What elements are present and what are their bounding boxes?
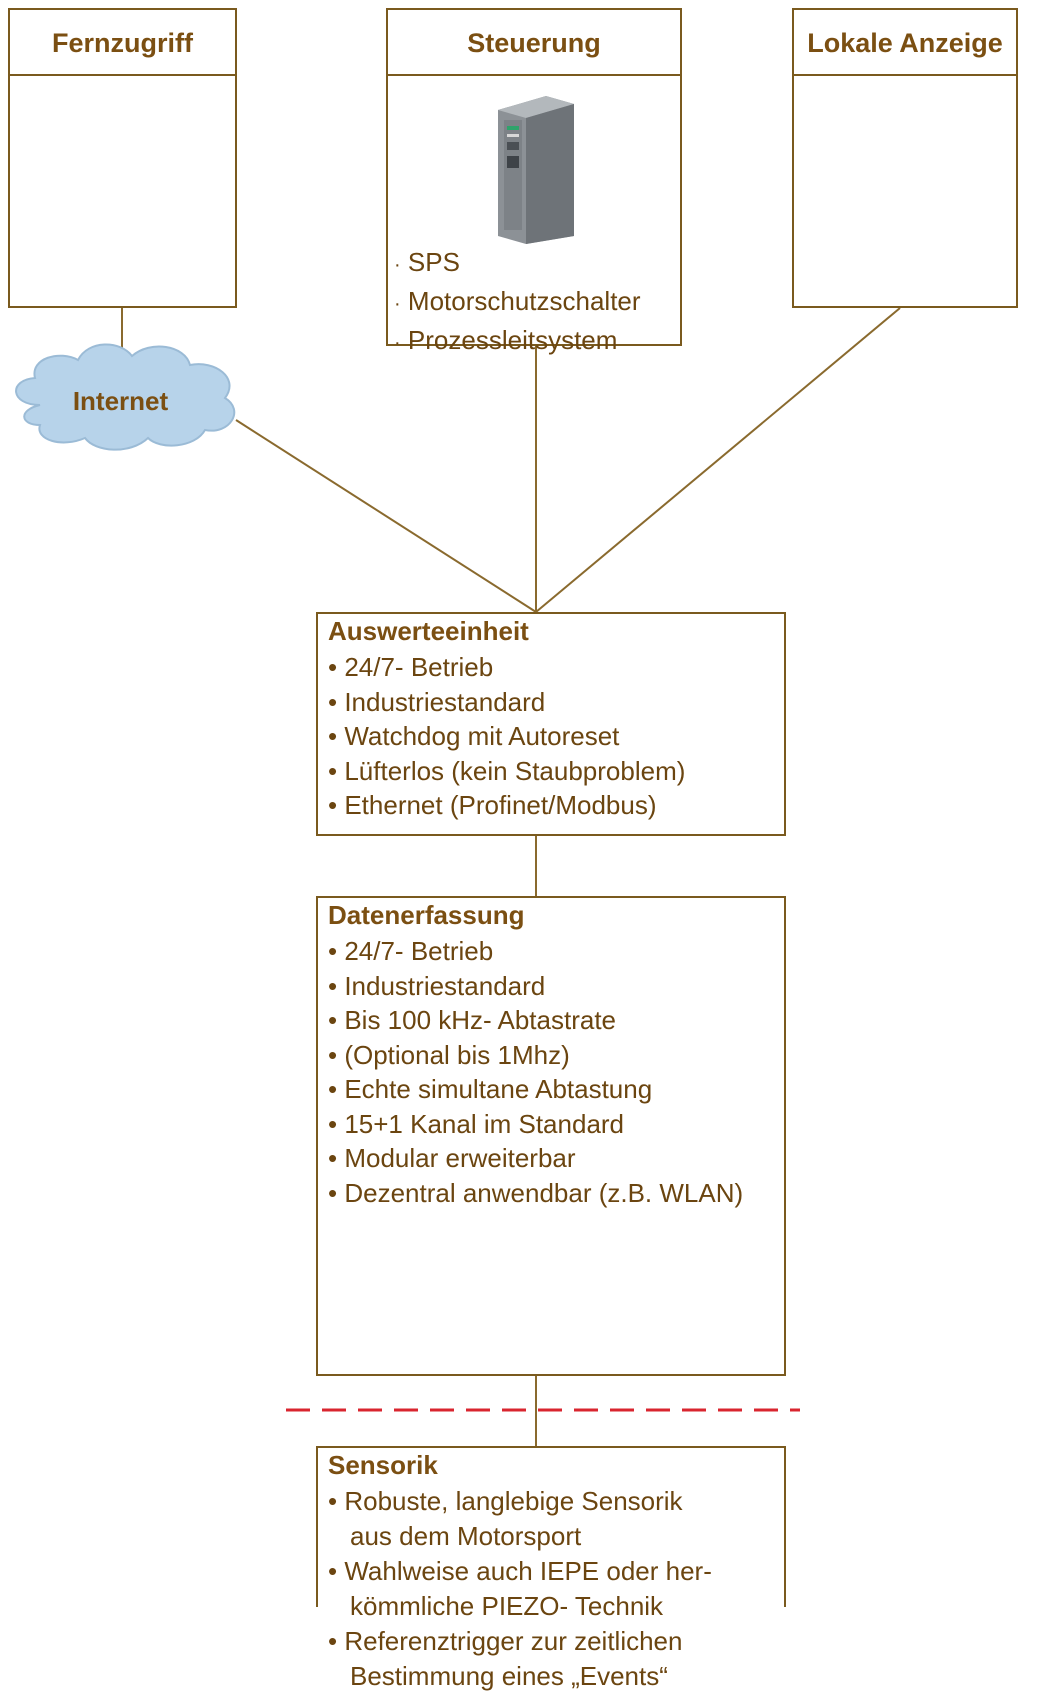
internet-cloud-icon xyxy=(15,343,236,451)
divider xyxy=(10,74,235,76)
node-steuerung-title: Steuerung xyxy=(467,28,601,58)
node-lokale-anzeige-title: Lokale Anzeige xyxy=(807,28,1003,58)
node-fernzugriff: Fernzugriff xyxy=(8,8,237,308)
sensorik-item-list: • Robuste, langlebige Sensorik aus dem M… xyxy=(328,1484,712,1694)
list-item: • Ethernet (Profinet/Modbus) xyxy=(328,790,657,820)
datenerfassung-item-list: • 24/7- Betrieb • Industriestandard • Bi… xyxy=(328,934,743,1210)
node-datenerfassung-title: Datenerfassung xyxy=(328,900,525,930)
node-sensorik: Sensorik • Robuste, langlebige Sensorik … xyxy=(316,1446,786,1691)
node-sensorik-title: Sensorik xyxy=(328,1450,438,1480)
list-item: • Watchdog mit Autoreset xyxy=(328,721,620,751)
plc-device-icon xyxy=(498,96,574,244)
connector-internet-hub xyxy=(235,419,537,613)
list-item: • 24/7- Betrieb xyxy=(328,652,494,682)
auswerteeinheit-item-list: • 24/7- Betrieb • Industriestandard • Wa… xyxy=(328,650,685,823)
list-item: • Lüfterlos (kein Staubproblem) xyxy=(328,755,686,786)
list-item: · Motorschutzschalter xyxy=(394,286,641,316)
node-steuerung: Steuerung · SPS · Motorschutzschalter · … xyxy=(386,8,682,355)
list-item: Bestimmung eines „Events“ xyxy=(350,1661,668,1691)
list-item: • Echte simultane Abtastung xyxy=(328,1074,653,1104)
list-item: • Dezentral anwendbar (z.B. WLAN) xyxy=(328,1177,744,1208)
divider xyxy=(388,74,680,76)
node-lokale-anzeige: Lokale Anzeige xyxy=(792,8,1018,308)
list-item: • 15+1 Kanal im Standard xyxy=(328,1108,625,1139)
node-auswerteeinheit-title: Auswerteeinheit xyxy=(328,616,529,646)
list-item: • Wahlweise auch IEPE oder her- xyxy=(328,1556,712,1586)
list-item: · Prozessleitsystem xyxy=(394,325,618,355)
list-item: aus dem Motorsport xyxy=(350,1521,582,1551)
list-item: • Bis 100 kHz- Abtastrate xyxy=(328,1005,617,1035)
list-item: · SPS xyxy=(394,247,460,277)
node-fernzugriff-title: Fernzugriff xyxy=(52,28,193,58)
list-item: • Industriestandard xyxy=(328,686,546,717)
list-item: • Industriestandard xyxy=(328,970,546,1001)
list-item: • (Optional bis 1Mhz) xyxy=(328,1039,570,1070)
list-item: • 24/7- Betrieb xyxy=(328,936,494,966)
node-auswerteeinheit: Auswerteeinheit • 24/7- Betrieb • Indust… xyxy=(316,612,786,836)
list-item: • Referenztrigger zur zeitlichen xyxy=(328,1626,683,1656)
divider xyxy=(794,74,1016,76)
list-item: • Modular erweiterbar xyxy=(328,1143,576,1173)
node-datenerfassung: Datenerfassung • 24/7- Betrieb • Industr… xyxy=(316,896,786,1376)
internet-label: Internet xyxy=(72,386,169,416)
list-item: • Robuste, langlebige Sensorik xyxy=(328,1486,683,1516)
connector-lokale-hub xyxy=(535,307,901,613)
steuerung-item-list: · SPS · Motorschutzschalter · Prozesslei… xyxy=(394,244,641,361)
